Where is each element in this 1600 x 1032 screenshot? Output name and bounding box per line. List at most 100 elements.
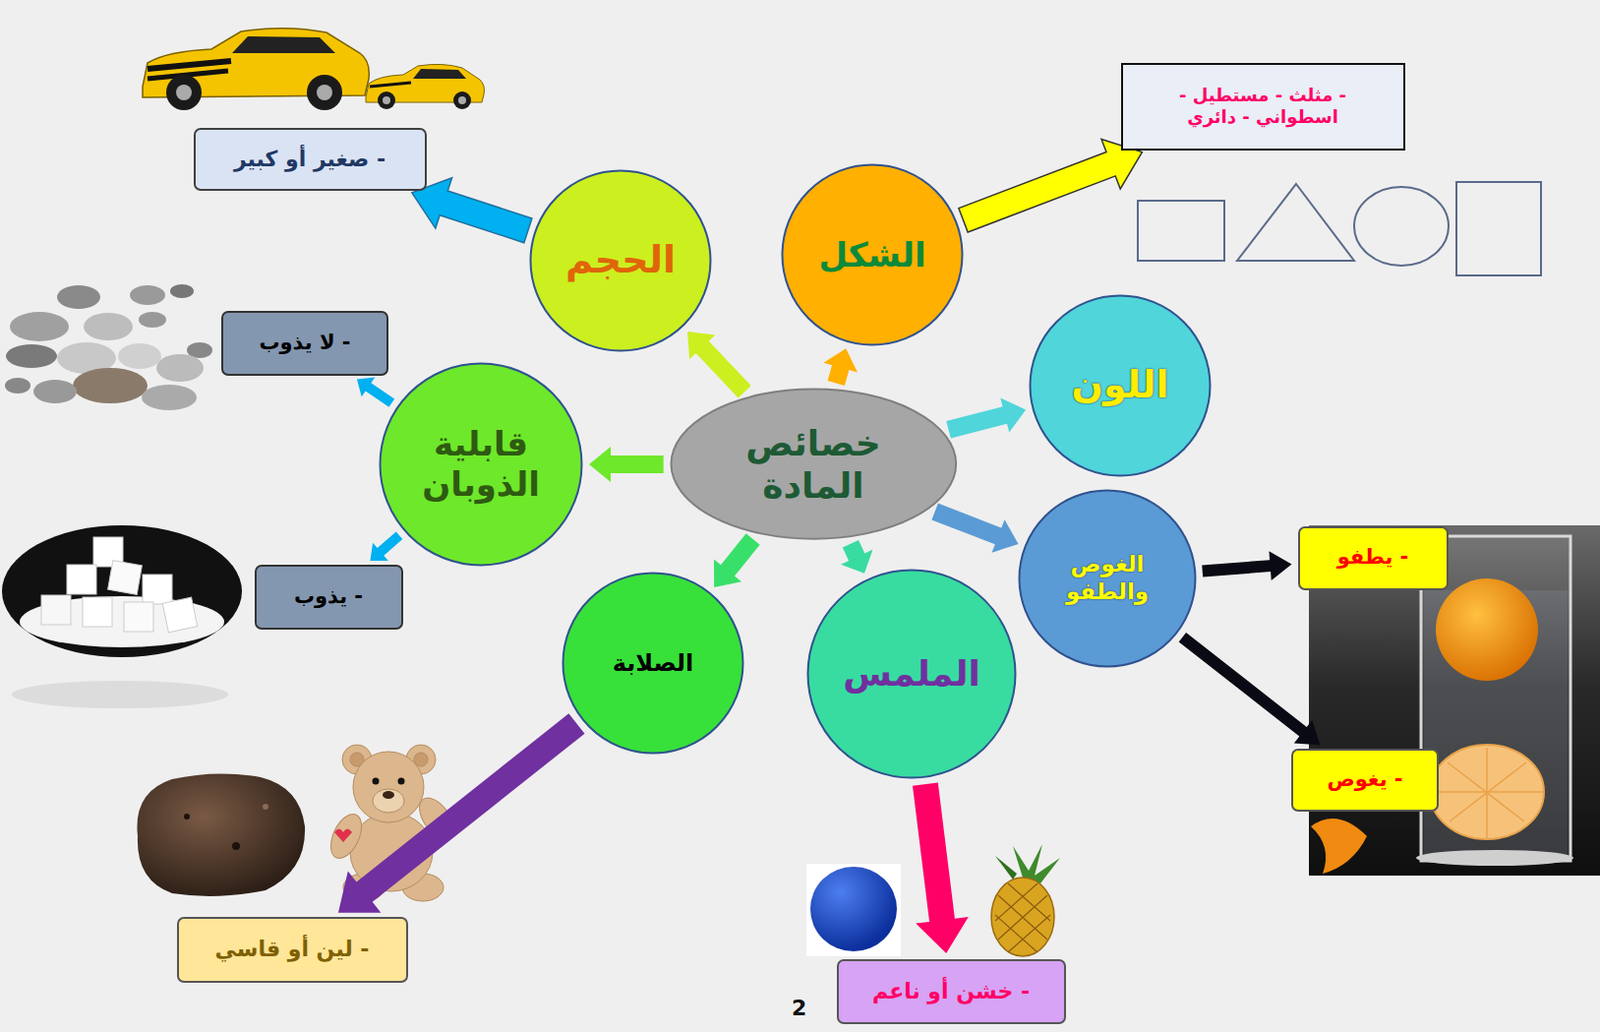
node-label: - يذوب: [294, 584, 363, 609]
stones-part: [141, 384, 197, 411]
value-box: - صغير أو كبير: [193, 127, 427, 191]
node-label: الحجم: [565, 237, 676, 284]
sugar-cubes-part: [123, 601, 154, 632]
shape-outlines-part: [1237, 183, 1355, 261]
property-circle: الملمس: [806, 568, 1017, 779]
property-circle: الصلابة: [561, 571, 745, 755]
glass-photo-part: [1416, 849, 1574, 866]
stones-part: [5, 344, 58, 368]
block-arrow: [1201, 550, 1292, 581]
stones-part: [129, 285, 166, 305]
stones: [4, 284, 213, 411]
rock-part: [232, 841, 240, 850]
block-arrow: [369, 531, 403, 561]
stones-part: [170, 284, 194, 298]
block-arrow: [958, 138, 1142, 232]
property-circle-shape: [1019, 490, 1196, 667]
node-label: - صغير أو كبير: [234, 146, 386, 173]
sugar-cubes-part: [66, 564, 97, 594]
node-label: خصائص المادة: [714, 421, 912, 507]
stones-part: [138, 311, 167, 328]
property-circle-shape: [808, 570, 1016, 778]
stones-part: [57, 285, 101, 309]
center-ellipse-shape: [670, 389, 956, 539]
property-circle: اللون: [1028, 294, 1212, 477]
property-circle-shape: [1030, 296, 1211, 476]
center-ellipse-outline: [669, 387, 958, 540]
block-arrow: [412, 177, 533, 243]
value-box: - يغوص: [1291, 748, 1439, 812]
property-circle: الغوص والطفو: [1017, 488, 1197, 668]
stones-part: [4, 377, 31, 394]
car-big: [142, 28, 369, 111]
glass-photo-part: [1430, 747, 1543, 838]
rock-part: [183, 813, 190, 820]
sugar-cubes-part: [82, 596, 113, 627]
value-box: - يذوب: [254, 564, 404, 630]
stones-part: [72, 367, 148, 404]
car-big-part: [306, 74, 343, 111]
car-big-part: [316, 84, 333, 101]
pineapple: [991, 843, 1061, 956]
blue-ball-part: [806, 863, 901, 956]
center-ellipse: خصائص المادة: [669, 387, 958, 540]
shape-outlines-part: [1354, 186, 1449, 266]
pineapple-part: [991, 877, 1055, 956]
sugar-cubes-part: [11, 680, 229, 709]
stones-part: [83, 312, 133, 341]
pineapple-part: [995, 883, 1051, 952]
block-arrow: [823, 348, 858, 386]
sugar-cubes: [1, 525, 242, 709]
block-arrow: [1179, 632, 1321, 745]
glass-photo-part: [1429, 744, 1544, 839]
glass-photo-part: [1435, 578, 1539, 681]
pineapple-part: [995, 855, 1017, 880]
sugar-cubes-part: [1, 525, 242, 657]
node-label: الصلابة: [612, 649, 695, 678]
stones-part: [156, 354, 204, 382]
property-circle: قابلية الذوبان: [378, 361, 584, 567]
sugar-cubes-part: [162, 596, 198, 633]
teddy-bear-part: [398, 777, 406, 785]
rock-part: [262, 803, 269, 810]
block-arrow: [589, 446, 664, 482]
teddy-bear-part: [382, 790, 395, 799]
car-big-part: [176, 84, 192, 101]
teddy-bear-part: [324, 809, 368, 863]
car-big-part: [166, 74, 202, 111]
sugar-cubes-part: [142, 574, 173, 604]
node-label: الشكل: [818, 235, 926, 276]
value-box: - لين أو قاسي: [177, 916, 409, 983]
car-small-part: [377, 91, 396, 110]
property-circle: الشكل: [780, 163, 964, 347]
node-label: الغوص والطفو: [1048, 550, 1167, 605]
teddy-bear-part: [372, 777, 380, 785]
property-circle-shape: [531, 171, 712, 352]
property-circle-shape: [563, 573, 744, 754]
rock-part: [136, 772, 305, 895]
car-small-part: [453, 91, 472, 110]
node-label: اللون: [1070, 362, 1169, 409]
car-small: [365, 63, 485, 110]
block-arrow: [840, 539, 874, 574]
value-box: - خشن أو ناعم: [836, 958, 1067, 1024]
blue-ball: [806, 863, 901, 956]
car-small-part: [413, 68, 467, 79]
blue-ball-part: [810, 866, 897, 951]
sugar-cubes-part: [108, 560, 143, 595]
car-small-part: [369, 82, 412, 87]
node-label: - مثلث - مستطيل - اسطواني - دائري: [1149, 84, 1376, 127]
car-small-part: [382, 96, 391, 105]
sugar-cubes-part: [19, 595, 225, 648]
block-arrow: [687, 331, 752, 399]
page-number: 2: [791, 995, 807, 1020]
block-arrow: [356, 376, 395, 407]
shape-outlines: [1137, 181, 1541, 276]
stones-part: [118, 343, 162, 369]
node-label: - لا يذوب: [258, 330, 351, 356]
node-label: قابلية الذوبان: [407, 423, 555, 505]
node-label: - لين أو قاسي: [215, 936, 370, 962]
block-arrow: [931, 503, 1018, 553]
teddy-bear-part: [372, 788, 405, 813]
